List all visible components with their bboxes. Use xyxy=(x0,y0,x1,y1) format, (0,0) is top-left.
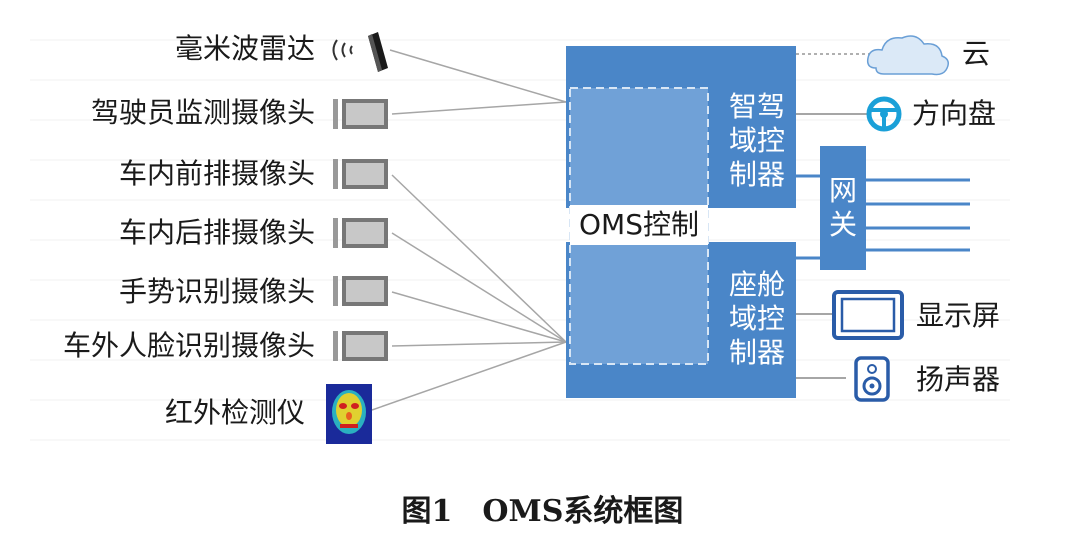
thermal-face-icon xyxy=(326,384,372,444)
display-icon xyxy=(832,290,904,340)
connector-infrared xyxy=(371,341,567,411)
connector-front-camera xyxy=(391,174,567,343)
output-connectors xyxy=(796,53,970,379)
connector-driver-camera xyxy=(391,101,567,115)
camera-icon xyxy=(333,99,388,129)
figure-caption: 图1 OMS系统框图 xyxy=(401,494,684,529)
connector-face-camera xyxy=(391,341,567,347)
gateway-box xyxy=(820,146,866,270)
cockpit-label: 座舱 域控 制器 xyxy=(728,268,785,369)
camera-icon xyxy=(333,276,388,306)
connector-radar xyxy=(389,49,567,103)
oms-control-label: OMS控制 xyxy=(570,205,708,245)
label-display: 显示屏 xyxy=(916,299,1001,332)
camera-icons xyxy=(333,99,388,361)
label-radar: 毫米波雷达 xyxy=(174,32,315,65)
label-front-camera: 车内前排摄像头 xyxy=(118,157,315,190)
label-steering: 方向盘 xyxy=(912,97,997,130)
connector-rear-camera xyxy=(391,232,567,343)
speaker-icon xyxy=(854,356,890,402)
label-face-camera: 车外人脸识别摄像头 xyxy=(62,329,315,362)
label-speaker: 扬声器 xyxy=(916,363,1001,396)
label-cloud: 云 xyxy=(962,37,991,70)
gateway-label: 网 关 xyxy=(828,174,857,241)
grid-background xyxy=(30,39,1010,441)
radar-icon xyxy=(332,32,388,72)
steering-wheel-icon xyxy=(866,96,902,132)
connector-gesture-camera xyxy=(391,291,567,343)
label-driver-camera: 驾驶员监测摄像头 xyxy=(90,96,315,129)
label-infrared: 红外检测仪 xyxy=(164,396,305,429)
sensor-connectors xyxy=(371,49,567,411)
camera-icon xyxy=(333,218,388,248)
label-rear-camera: 车内后排摄像头 xyxy=(118,216,315,249)
camera-icon xyxy=(333,331,388,361)
label-gesture-camera: 手势识别摄像头 xyxy=(118,275,315,308)
camera-icon xyxy=(333,159,388,189)
cloud-icon xyxy=(866,35,949,76)
smart-driving-label: 智驾 域控 制器 xyxy=(728,90,785,191)
